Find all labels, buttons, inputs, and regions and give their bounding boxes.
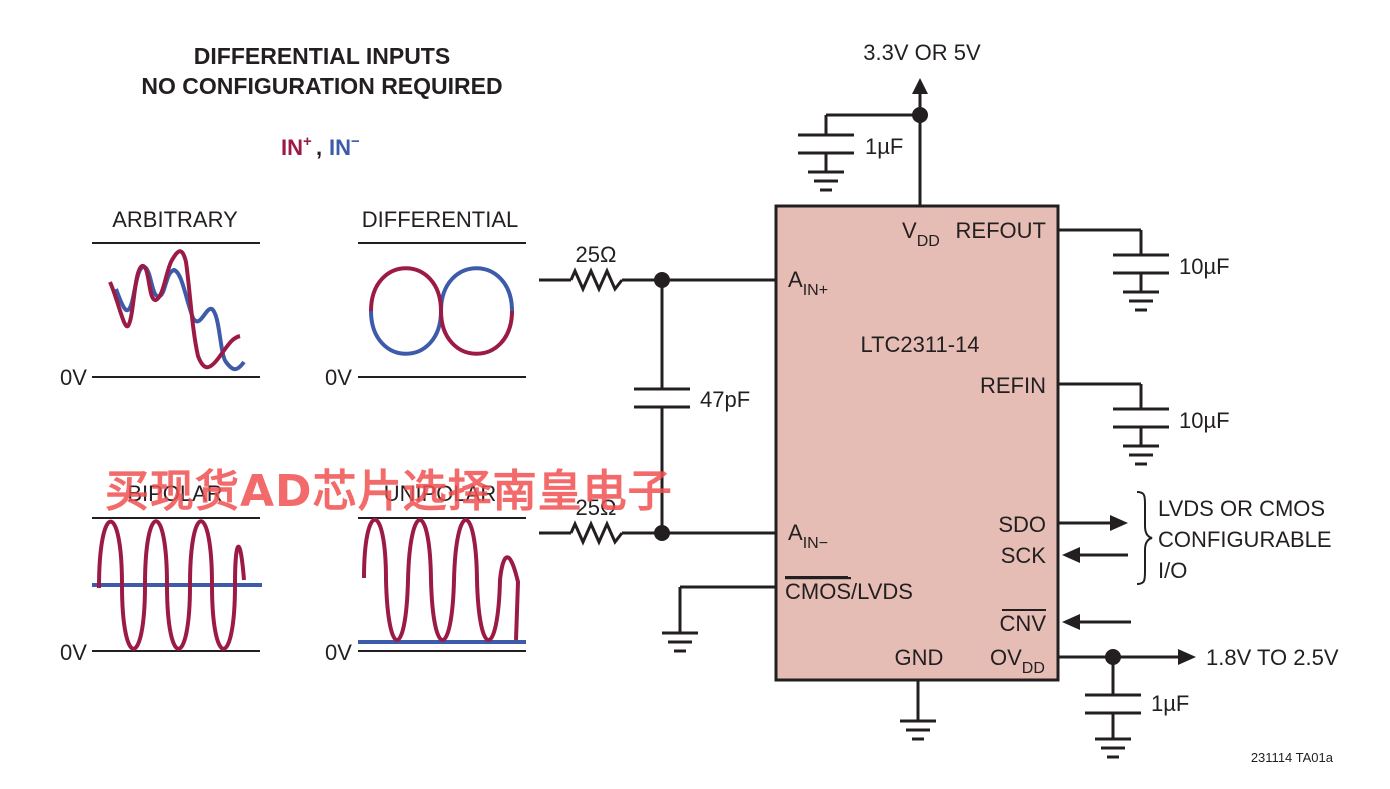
- watermark-text: 买现货AD芯片选择南皇电子: [105, 466, 673, 517]
- vdd-supply-label: 3.3V OR 5V: [863, 40, 981, 65]
- capacitor-47pf-label: 47pF: [700, 387, 750, 412]
- pin-ain-plus: AIN+: [788, 267, 828, 299]
- waveform-unipolar: UNIPOLAR 0V: [325, 481, 526, 665]
- pin-gnd: GND: [895, 645, 944, 670]
- cnv-arrow: [1062, 614, 1080, 630]
- pin-vdd: VDD: [902, 218, 940, 250]
- legend-separator: ,: [316, 135, 322, 160]
- zero-label: 0V: [60, 365, 87, 390]
- pin-sdo: SDO: [998, 512, 1046, 537]
- pin-ovdd: OVDD: [990, 645, 1045, 677]
- io-brace: [1136, 491, 1153, 585]
- zero-label: 0V: [325, 365, 352, 390]
- ovdd-arrow: [1178, 649, 1196, 665]
- waveform-label-bipolar: BIPOLAR: [127, 481, 222, 506]
- waveform-label-differential: DIFFERENTIAL: [362, 207, 518, 232]
- input-network: 25Ω 25Ω 47pF: [539, 242, 776, 546]
- io-note-line-3: I/O: [1158, 558, 1187, 583]
- sdo-arrow: [1110, 515, 1128, 531]
- waveform-bipolar: BIPOLAR 0V: [60, 481, 262, 665]
- resistor-top-label: 25Ω: [576, 242, 617, 267]
- pin-cnv: CNV: [1000, 611, 1047, 636]
- signal-legend: IN+ , IN−: [281, 133, 360, 160]
- zero-label: 0V: [325, 640, 352, 665]
- waveform-label-unipolar: UNIPOLAR: [384, 481, 496, 506]
- ovdd-cap-label: 1µF: [1151, 691, 1189, 716]
- resistor-bottom: [569, 520, 624, 546]
- vdd-supply-network: 3.3V OR 5V 1µF: [798, 40, 981, 206]
- zero-label: 0V: [60, 640, 87, 665]
- chip-name: LTC2311-14: [860, 332, 979, 357]
- header-line-1: DIFFERENTIAL INPUTS: [194, 43, 450, 69]
- waveform-label-arbitrary: ARBITRARY: [112, 207, 238, 232]
- ovdd-network: 1.8V TO 2.5V 1µF: [1058, 645, 1339, 759]
- sck-arrow: [1062, 547, 1080, 563]
- header-line-2: NO CONFIGURATION REQUIRED: [141, 73, 502, 99]
- refout-cap-network: 10µF: [1058, 228, 1230, 312]
- io-note-line-1: LVDS OR CMOS: [1158, 496, 1325, 521]
- resistor-bottom-label: 25Ω: [576, 495, 617, 520]
- gnd-pin-ground: [900, 680, 936, 741]
- pin-ain-minus: AIN−: [788, 520, 828, 552]
- cmos-lvds-ground: [662, 585, 776, 653]
- pin-refin: REFIN: [980, 373, 1046, 398]
- refout-cap-label: 10µF: [1179, 254, 1230, 279]
- waveform-arbitrary: ARBITRARY 0V: [60, 207, 260, 390]
- legend-in-plus: IN+: [281, 133, 312, 160]
- ovdd-supply-label: 1.8V TO 2.5V: [1206, 645, 1339, 670]
- pin-refout: REFOUT: [956, 218, 1046, 243]
- waveform-differential: DIFFERENTIAL 0V: [325, 207, 526, 390]
- vdd-cap-label: 1µF: [865, 134, 903, 159]
- pin-sck: SCK: [1001, 543, 1047, 568]
- refin-cap-network: 10µF: [1058, 382, 1230, 466]
- refin-cap-label: 10µF: [1179, 408, 1230, 433]
- io-note-line-2: CONFIGURABLE: [1158, 527, 1332, 552]
- legend-in-minus: IN−: [329, 133, 360, 160]
- resistor-top: [569, 267, 624, 293]
- chip-body: [774, 204, 1060, 682]
- figure-id: 231114 TA01a: [1251, 750, 1334, 765]
- pin-cmos-lvds: CMOS/LVDS: [785, 579, 913, 604]
